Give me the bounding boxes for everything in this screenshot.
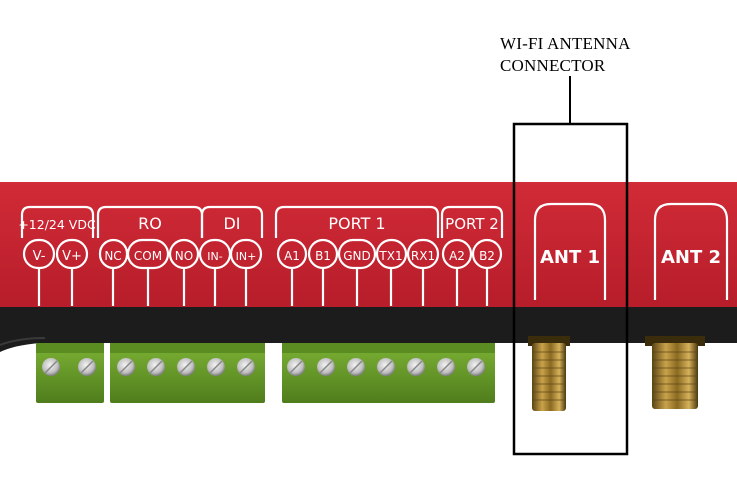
frame-ant1: [533, 202, 607, 300]
sma-connector-ant2: [645, 336, 705, 409]
pin-label-v-minus: V-: [33, 249, 46, 264]
pin-label-in-plus: IN+: [236, 250, 257, 263]
antenna-label-ant2: ANT 2: [661, 247, 721, 268]
group-title-ro: RO: [138, 214, 162, 233]
group-title-power: +12/24 VDC: [18, 217, 96, 232]
pin-leader-lines: [37, 268, 489, 306]
callout-label: WI-FI ANTENNA CONNECTOR: [500, 33, 631, 77]
pin-label-b1: B1: [315, 249, 331, 263]
pin-label-com: COM: [134, 249, 162, 263]
frame-di: [200, 205, 264, 238]
pin-label-no: NO: [175, 249, 193, 263]
pin-label-nc: NC: [104, 249, 121, 263]
group-title-port2: PORT 2: [445, 215, 499, 233]
pin-label-rx1: RX1: [411, 249, 435, 263]
frame-power: [20, 205, 95, 238]
frame-port1: [274, 205, 440, 238]
pin-label-in-minus: IN-: [207, 250, 222, 263]
pin-label-a2: A2: [449, 249, 465, 263]
group-title-di: DI: [223, 214, 240, 233]
pin-label-gnd: GND: [343, 249, 371, 263]
terminal-screws: [42, 358, 485, 376]
frame-port2: [440, 205, 504, 238]
callout-line-2: CONNECTOR: [500, 56, 606, 75]
callout-box: [512, 122, 629, 456]
pin-label-tx1: TX1: [378, 249, 402, 263]
housing-dark-edge: [0, 337, 46, 346]
callout-line-1: WI-FI ANTENNA: [500, 34, 631, 53]
label-frames: [20, 202, 729, 306]
frame-ant2: [653, 202, 729, 300]
pin-label-b2: B2: [479, 249, 495, 263]
antenna-label-ant1: ANT 1: [540, 247, 600, 268]
group-title-port1: PORT 1: [328, 214, 385, 233]
pin-label-a1: A1: [284, 249, 300, 263]
pin-label-v-plus: V+: [62, 249, 82, 264]
sma-connector-ant1: [528, 336, 570, 411]
